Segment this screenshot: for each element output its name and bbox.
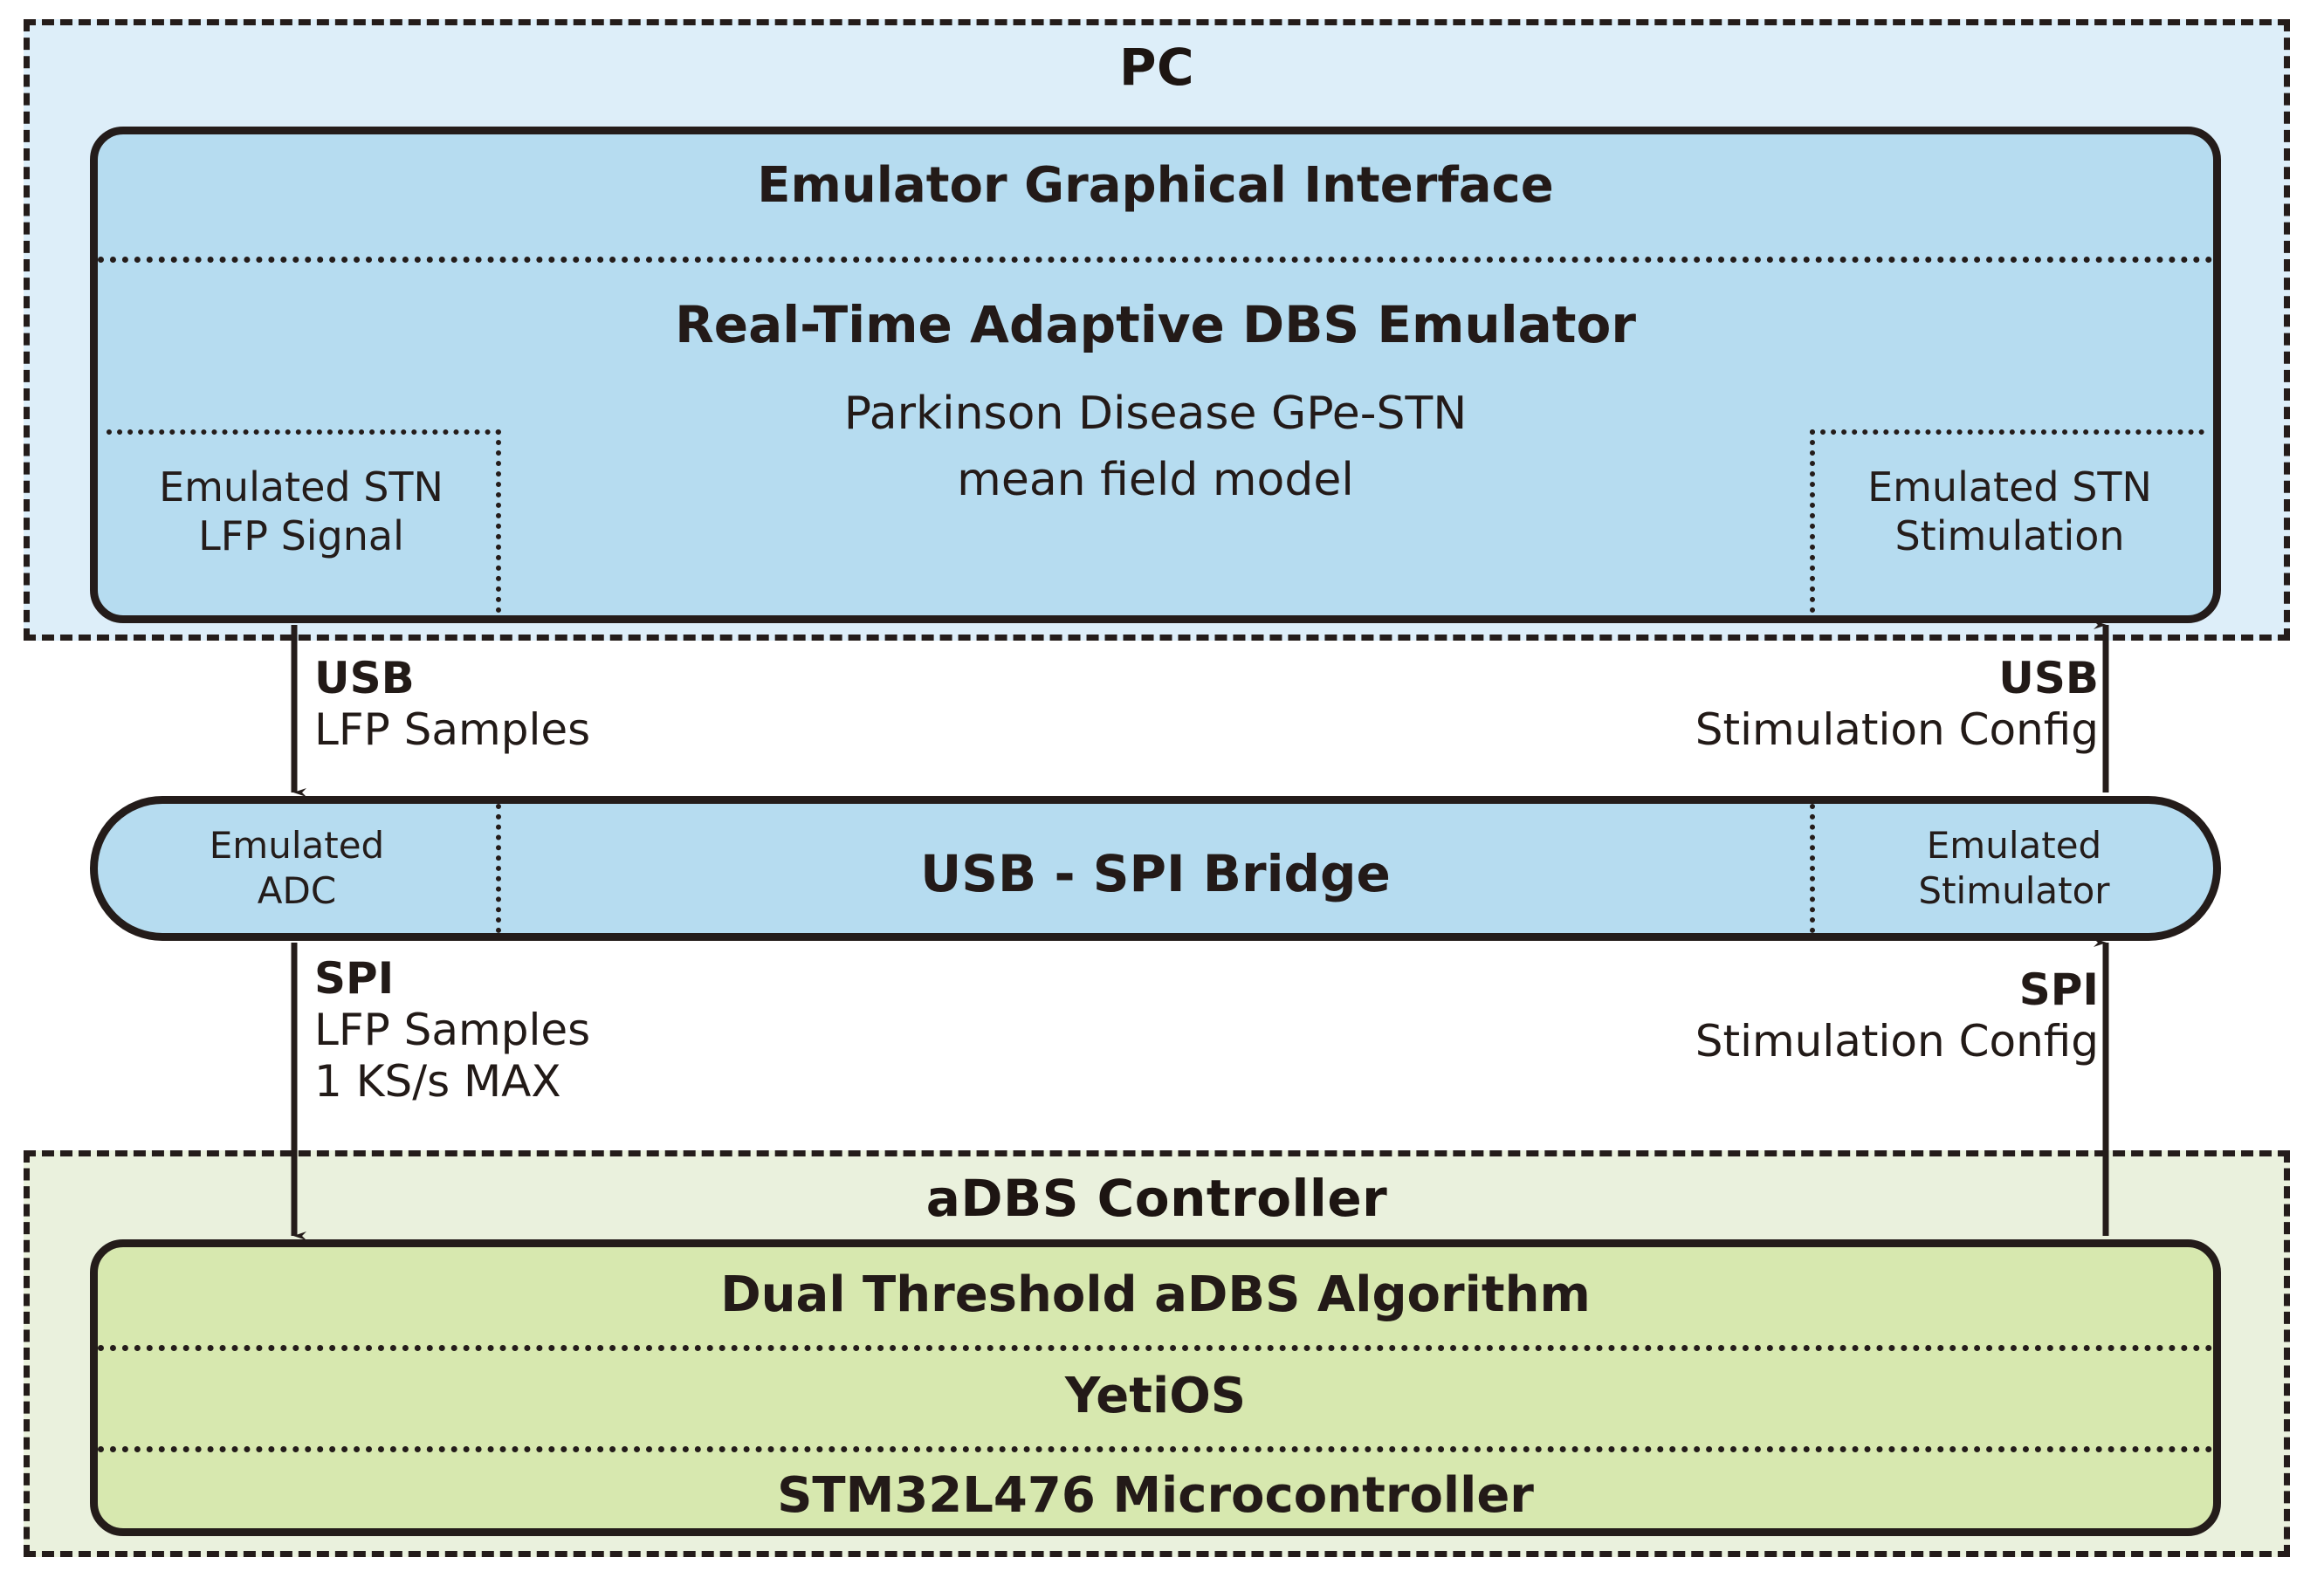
connector-spi-down-payload: LFP Samples (314, 1005, 591, 1055)
adbs-layer-algorithm: Dual Threshold aDBS Algorithm (720, 1266, 1591, 1323)
adbs-layer-mcu: STM32L476 Microcontroller (777, 1467, 1534, 1524)
connector-spi-up-protocol: SPI (2018, 964, 2099, 1015)
bridge-port-adc: Emulated ADC (98, 804, 501, 933)
connector-label-spi-up: SPI Stimulation Config (1695, 964, 2099, 1067)
emulator-port-lfp-line1: Emulated STN (159, 463, 443, 511)
connector-label-usb-down: USB LFP Samples (314, 653, 590, 756)
bridge-port-stimulator-line1: Emulated (1926, 823, 2102, 867)
emulator-port-stim-input: Emulated STN Stimulation (1810, 429, 2204, 623)
usb-spi-bridge-block: Emulated ADC USB - SPI Bridge Emulated S… (90, 796, 2221, 941)
region-pc-title: PC (1118, 38, 1195, 97)
emulator-title: Real-Time Adaptive DBS Emulator (675, 295, 1636, 354)
emulator-port-stim-line2: Stimulation (1894, 512, 2125, 560)
emulator-port-stim-line1: Emulated STN (1867, 463, 2152, 511)
bridge-port-stimulator: Emulated Stimulator (1810, 804, 2213, 933)
emulator-block: Emulator Graphical Interface Real-Time A… (90, 127, 2221, 623)
connector-usb-down-payload: LFP Samples (314, 704, 591, 755)
adbs-separator-1 (98, 1345, 2213, 1351)
emulator-port-lfp-output: Emulated STN LFP Signal (107, 429, 501, 623)
adbs-separator-2 (98, 1446, 2213, 1452)
bridge-port-stimulator-line2: Stimulator (1918, 869, 2110, 912)
connector-usb-up-protocol: USB (1998, 653, 2099, 703)
adbs-stack-block: Dual Threshold aDBS Algorithm YetiOS STM… (90, 1239, 2221, 1536)
emulator-subtitle-line1: Parkinson Disease GPe-STN (843, 388, 1468, 440)
adbs-layer-os: YetiOS (1064, 1368, 1247, 1424)
connector-label-spi-down: SPI LFP Samples 1 KS/s MAX (314, 953, 590, 1108)
connector-spi-down-protocol: SPI (314, 953, 395, 1004)
connector-label-usb-up: USB Stimulation Config (1695, 653, 2099, 756)
emulator-subtitle-line2: mean field model (957, 454, 1354, 506)
region-adbs-controller-title: aDBS Controller (925, 1169, 1388, 1228)
connector-usb-up-payload: Stimulation Config (1695, 704, 2099, 755)
emulator-port-lfp-line2: LFP Signal (198, 512, 404, 560)
connector-spi-down-rate: 1 KS/s MAX (314, 1056, 561, 1107)
bridge-title: USB - SPI Bridge (920, 844, 1391, 903)
connector-usb-down-protocol: USB (314, 653, 415, 703)
emulator-gui-label: Emulator Graphical Interface (757, 157, 1554, 214)
emulator-separator-1 (98, 257, 2213, 263)
bridge-port-adc-line2: ADC (257, 869, 337, 912)
bridge-port-adc-line1: Emulated (209, 823, 385, 867)
connector-spi-up-payload: Stimulation Config (1695, 1016, 2099, 1067)
